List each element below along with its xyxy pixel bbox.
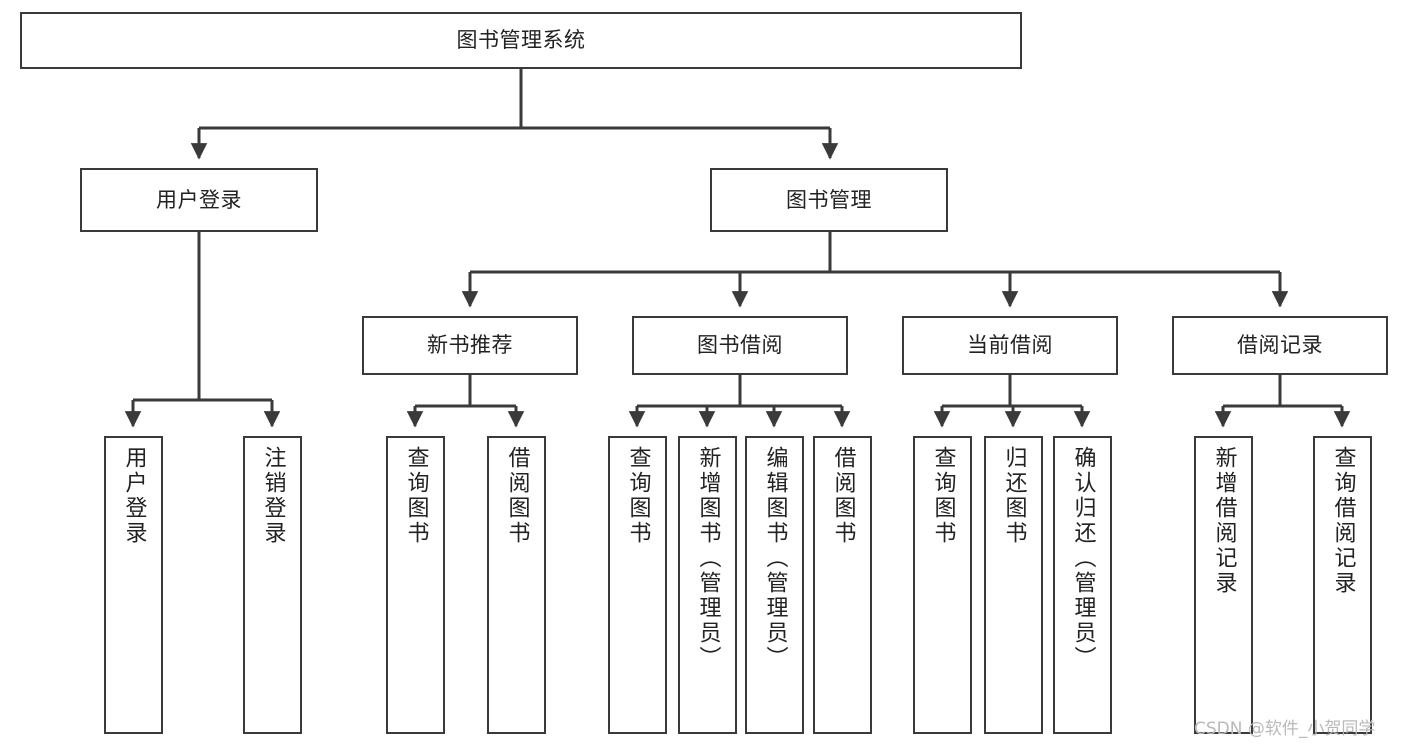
node-book-management[interactable]: 图书管理 <box>710 168 948 232</box>
leaf-edit-book-admin[interactable]: 编辑图书（管理员） <box>745 436 804 734</box>
node-book-borrow-label: 图书借阅 <box>697 333 783 358</box>
leaf-label: 借阅图书 <box>830 446 856 546</box>
leaf-user-login[interactable]: 用户登录 <box>104 436 163 734</box>
leaf-query-book-borrow[interactable]: 查询图书 <box>608 436 667 734</box>
leaf-label: 编辑图书（管理员） <box>762 446 788 671</box>
leaf-label: 注销登录 <box>260 446 286 546</box>
leaf-label: 用户登录 <box>121 446 147 546</box>
leaf-add-book-admin[interactable]: 新增图书（管理员） <box>678 436 737 734</box>
leaf-label: 新增图书（管理员） <box>695 446 721 671</box>
leaf-borrow-book[interactable]: 借阅图书 <box>813 436 872 734</box>
leaf-label: 新增借阅记录 <box>1211 446 1237 596</box>
node-user-login-label: 用户登录 <box>156 187 242 212</box>
leaf-add-borrow-record[interactable]: 新增借阅记录 <box>1194 436 1253 734</box>
node-current-borrow[interactable]: 当前借阅 <box>902 316 1118 375</box>
leaf-confirm-return-admin[interactable]: 确认归还（管理员） <box>1053 436 1112 734</box>
leaf-label: 查询图书 <box>403 446 429 546</box>
node-book-borrow[interactable]: 图书借阅 <box>632 316 848 375</box>
leaf-return-book[interactable]: 归还图书 <box>984 436 1043 734</box>
node-root[interactable]: 图书管理系统 <box>20 12 1022 69</box>
leaf-query-book-recommend[interactable]: 查询图书 <box>386 436 445 734</box>
leaf-logout[interactable]: 注销登录 <box>243 436 302 734</box>
csdn-watermark: CSDN @软件_小贺同学 <box>1194 719 1376 739</box>
node-new-book-recommend-label: 新书推荐 <box>427 333 513 358</box>
leaf-query-book-current[interactable]: 查询图书 <box>913 436 972 734</box>
node-root-label: 图书管理系统 <box>456 28 586 53</box>
node-user-login[interactable]: 用户登录 <box>80 168 318 232</box>
leaf-label: 查询图书 <box>625 446 651 546</box>
leaf-label: 查询图书 <box>930 446 956 546</box>
leaf-label: 查询借阅记录 <box>1330 446 1356 596</box>
node-new-book-recommend[interactable]: 新书推荐 <box>362 316 578 375</box>
leaf-label: 借阅图书 <box>504 446 530 546</box>
node-borrow-record-label: 借阅记录 <box>1237 333 1323 358</box>
leaf-query-borrow-record[interactable]: 查询借阅记录 <box>1313 436 1372 734</box>
leaf-label: 确认归还（管理员） <box>1070 446 1096 671</box>
node-current-borrow-label: 当前借阅 <box>967 333 1053 358</box>
node-book-management-label: 图书管理 <box>786 187 872 212</box>
leaf-label: 归还图书 <box>1001 446 1027 546</box>
leaf-borrow-book-recommend[interactable]: 借阅图书 <box>487 436 546 734</box>
node-borrow-record[interactable]: 借阅记录 <box>1172 316 1388 375</box>
